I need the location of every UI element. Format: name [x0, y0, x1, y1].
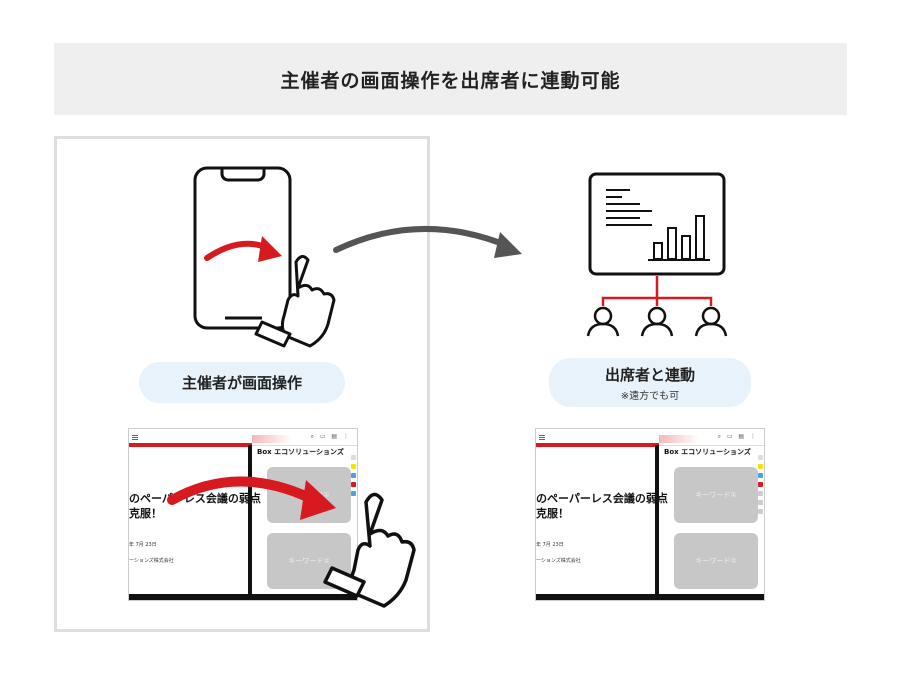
- slide-title: のペーパーレス会議の弱点 克服！: [129, 492, 261, 520]
- split-divider: [655, 445, 659, 600]
- bottom-bar: [536, 594, 764, 600]
- slide-title: のペーパーレス会議の弱点 克服！: [536, 492, 668, 520]
- menu-icon: [539, 435, 545, 436]
- red-glow: [659, 435, 700, 443]
- attendee-screen-thumbnail: ⌕ ▭ ▤ ⋮ のペーパーレス会議の弱点 克服！ 年 7月 23日 ーションズ株…: [535, 428, 765, 601]
- box-title: Box エコソリューションズ: [257, 448, 344, 456]
- toolbar-icons: ⌕ ▭ ▤ ⋮: [717, 433, 758, 440]
- annotation-toolbar: [349, 451, 357, 600]
- toolbar-icons: ⌕ ▭ ▤ ⋮: [310, 433, 351, 440]
- red-bar: [129, 443, 253, 447]
- banner-title: 主催者の画面操作を出席者に連動可能: [280, 69, 621, 92]
- attendee-label: 出席者と連動: [604, 365, 695, 384]
- remote-note: ※遠方でも可: [620, 390, 680, 402]
- red-bar: [536, 443, 660, 447]
- keyword-card: キーワード①: [674, 467, 758, 523]
- slide-org: ーションズ株式会社: [536, 558, 581, 564]
- menu-icon: [132, 435, 138, 436]
- organizer-label-pill: 主催者が画面操作: [139, 362, 345, 403]
- keyword-card: キーワード②: [674, 533, 758, 589]
- slide-date: 年 7月 23日: [536, 542, 564, 548]
- annotation-toolbar: [756, 451, 764, 600]
- header-banner: 主催者の画面操作を出席者に連動可能: [54, 43, 847, 115]
- slide-date: 年 7月 23日: [129, 542, 157, 548]
- box-title: Box エコソリューションズ: [664, 448, 751, 456]
- attendee-label-pill: 出席者と連動 ※遠方でも可: [549, 358, 751, 407]
- slide-org: ーションズ株式会社: [129, 558, 174, 564]
- red-glow: [252, 435, 293, 443]
- organizer-label: 主催者が画面操作: [181, 374, 302, 392]
- split-divider: [248, 445, 252, 600]
- bottom-bar: [129, 594, 357, 600]
